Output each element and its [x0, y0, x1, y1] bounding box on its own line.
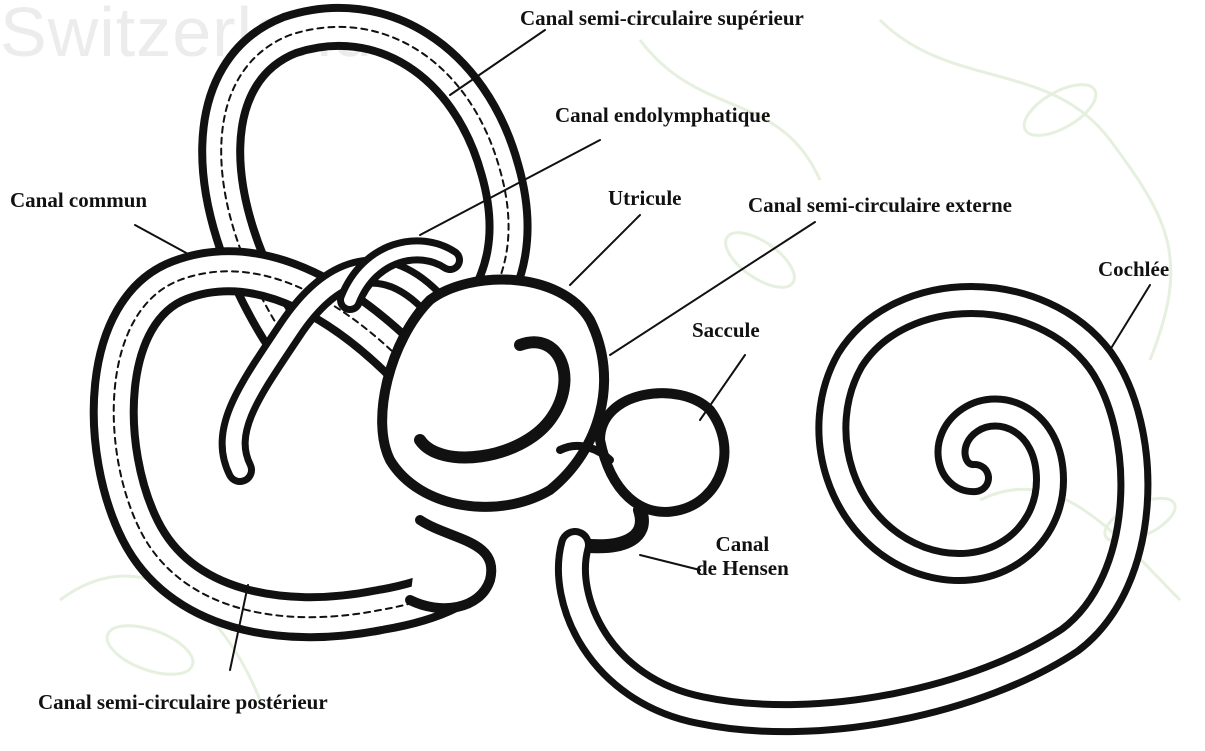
label-canal-superieur: Canal semi-circulaire supérieur	[520, 6, 804, 31]
label-canal-hensen-line2: de Hensen	[696, 556, 789, 580]
label-canal-externe: Canal semi-circulaire externe	[748, 193, 1012, 218]
label-canal-posterieur: Canal semi-circulaire postérieur	[38, 690, 328, 715]
label-canal-hensen: Canal de Hensen	[696, 532, 789, 580]
label-canal-hensen-line1: Canal	[696, 532, 789, 556]
label-cochlee: Cochlée	[1098, 257, 1169, 282]
label-canal-endolymphatique: Canal endolymphatique	[555, 103, 770, 128]
label-canal-commun: Canal commun	[10, 188, 147, 213]
label-saccule: Saccule	[692, 318, 760, 343]
label-utricule: Utricule	[608, 186, 681, 211]
